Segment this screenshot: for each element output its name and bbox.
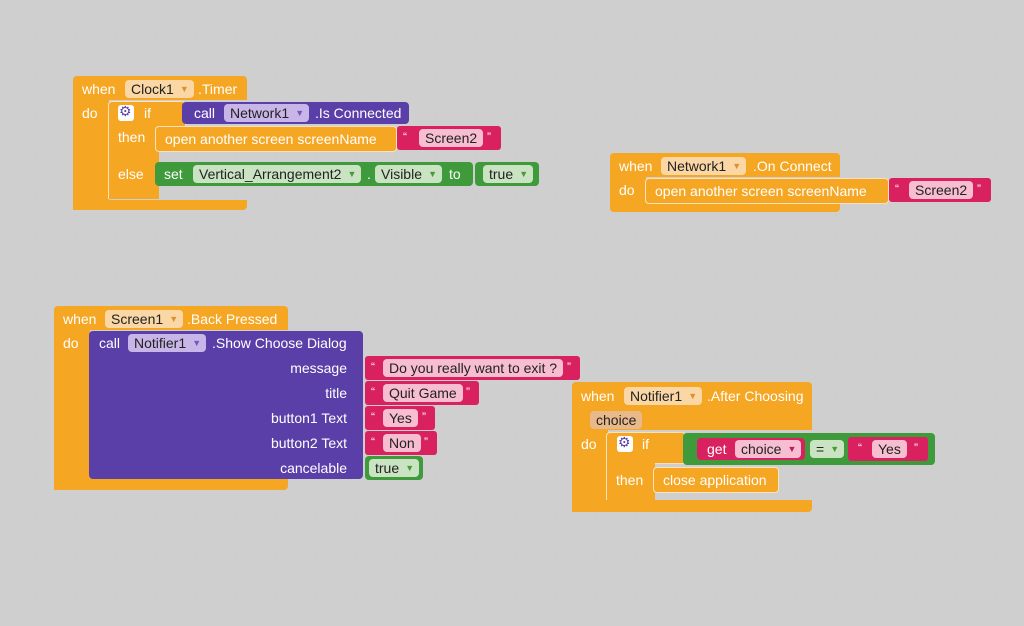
quote-close: ” [914,441,918,455]
if-label: if [144,105,151,121]
quote-close: ” [424,435,428,449]
button2-text-value[interactable]: Non [383,434,421,452]
open-screen-label: open another screen screenName [165,131,377,147]
quote-open: “ [895,182,899,196]
screen-text-value[interactable]: Screen2 [909,181,974,199]
clock-component-dropdown[interactable]: Clock1▼ [125,80,194,98]
when-label: when [581,388,615,404]
open-screen-label: open another screen screenName [655,183,867,199]
open-screen-block[interactable]: open another screen screenName [645,178,889,204]
compare-block[interactable]: get choice▼ =▼ “ Yes ” [683,433,935,465]
after-choosing-label: .After Choosing [707,388,804,404]
quote-open: “ [371,435,375,449]
is-connected-call-block[interactable]: call Network1▼ .Is Connected [182,102,409,124]
quote-close: ” [977,182,981,196]
operator-dropdown[interactable]: =▼ [810,440,845,458]
then-label: then [118,129,146,145]
message-text-block[interactable]: “ Do you really want to exit ? ” [365,356,580,380]
if-label: if [642,436,649,452]
open-screen-block[interactable]: open another screen screenName [155,126,397,152]
screen-component-dropdown[interactable]: Screen1▼ [105,310,184,328]
get-label: get [707,441,727,457]
set-label: set [164,166,183,182]
screen-text-value[interactable]: Screen2 [419,129,484,147]
mutator-gear-icon[interactable] [617,434,633,452]
cancelable-boolean-block[interactable]: true▼ [365,456,423,480]
quote-close: ” [466,385,470,399]
show-choose-dialog-block[interactable]: call Notifier1▼ .Show Choose Dialog mess… [89,331,363,479]
yes-text-block[interactable]: “ Yes ” [848,437,928,461]
show-choose-dialog-label: .Show Choose Dialog [212,335,347,351]
to-label: to [449,166,461,182]
quote-close: ” [422,410,426,424]
get-variable-block[interactable]: get choice▼ [697,438,805,460]
notifier-component-dropdown[interactable]: Notifier1▼ [128,334,207,352]
do-label: do [82,105,98,121]
when-label: when [82,81,116,97]
network-component-dropdown[interactable]: Network1▼ [661,157,747,175]
title-text-block[interactable]: “ Quit Game ” [365,381,479,405]
when-label: when [619,158,653,174]
back-pressed-label: .Back Pressed [187,311,278,327]
notifier-component-dropdown[interactable]: Notifier1▼ [624,387,703,405]
quote-open: “ [371,385,375,399]
true-dropdown[interactable]: true▼ [483,165,534,183]
title-text-value[interactable]: Quit Game [383,384,463,402]
screen-text-block[interactable]: “ Screen2 ” [889,178,991,202]
call-label: call [194,105,216,121]
quote-open: “ [403,130,407,144]
network-component-dropdown[interactable]: Network1▼ [224,104,310,122]
else-label: else [118,166,144,182]
do-label: do [63,335,79,351]
button2-label: button2 Text [270,435,347,451]
message-text-value[interactable]: Do you really want to exit ? [383,359,564,377]
cancelable-dropdown[interactable]: true▼ [369,459,420,477]
screen-text-block[interactable]: “ Screen2 ” [397,126,501,150]
quote-close: ” [487,130,491,144]
button1-label: button1 Text [270,410,347,426]
button1-text-block[interactable]: “ Yes ” [365,406,435,430]
do-label: do [581,436,597,452]
arrangement-dropdown[interactable]: Vertical_Arrangement2▼ [193,165,362,183]
true-boolean-block[interactable]: true▼ [475,162,539,186]
close-application-block[interactable]: close application [653,467,779,493]
on-connect-label: .On Connect [753,158,832,174]
button1-text-value[interactable]: Yes [383,409,418,427]
is-connected-label: .Is Connected [315,105,402,121]
close-application-label: close application [663,472,767,488]
message-label: message [290,360,347,376]
when-label: when [63,311,97,327]
timer-event-label: .Timer [198,81,238,97]
title-label: title [325,385,347,401]
call-label: call [99,335,121,351]
then-label: then [616,472,644,488]
button2-text-block[interactable]: “ Non ” [365,431,437,455]
choice-param[interactable]: choice [590,411,643,429]
yes-text-value[interactable]: Yes [872,440,907,458]
quote-close: ” [567,360,571,374]
dot-label: . [367,166,371,182]
cancelable-label: cancelable [280,460,347,476]
quote-open: “ [858,441,862,455]
get-var-dropdown[interactable]: choice▼ [735,440,802,458]
quote-open: “ [371,360,375,374]
do-label: do [619,182,635,198]
property-dropdown[interactable]: Visible▼ [375,165,442,183]
set-visible-block[interactable]: set Vertical_Arrangement2▼ . Visible▼ to [155,162,473,186]
mutator-gear-icon[interactable] [118,103,134,121]
quote-open: “ [371,410,375,424]
